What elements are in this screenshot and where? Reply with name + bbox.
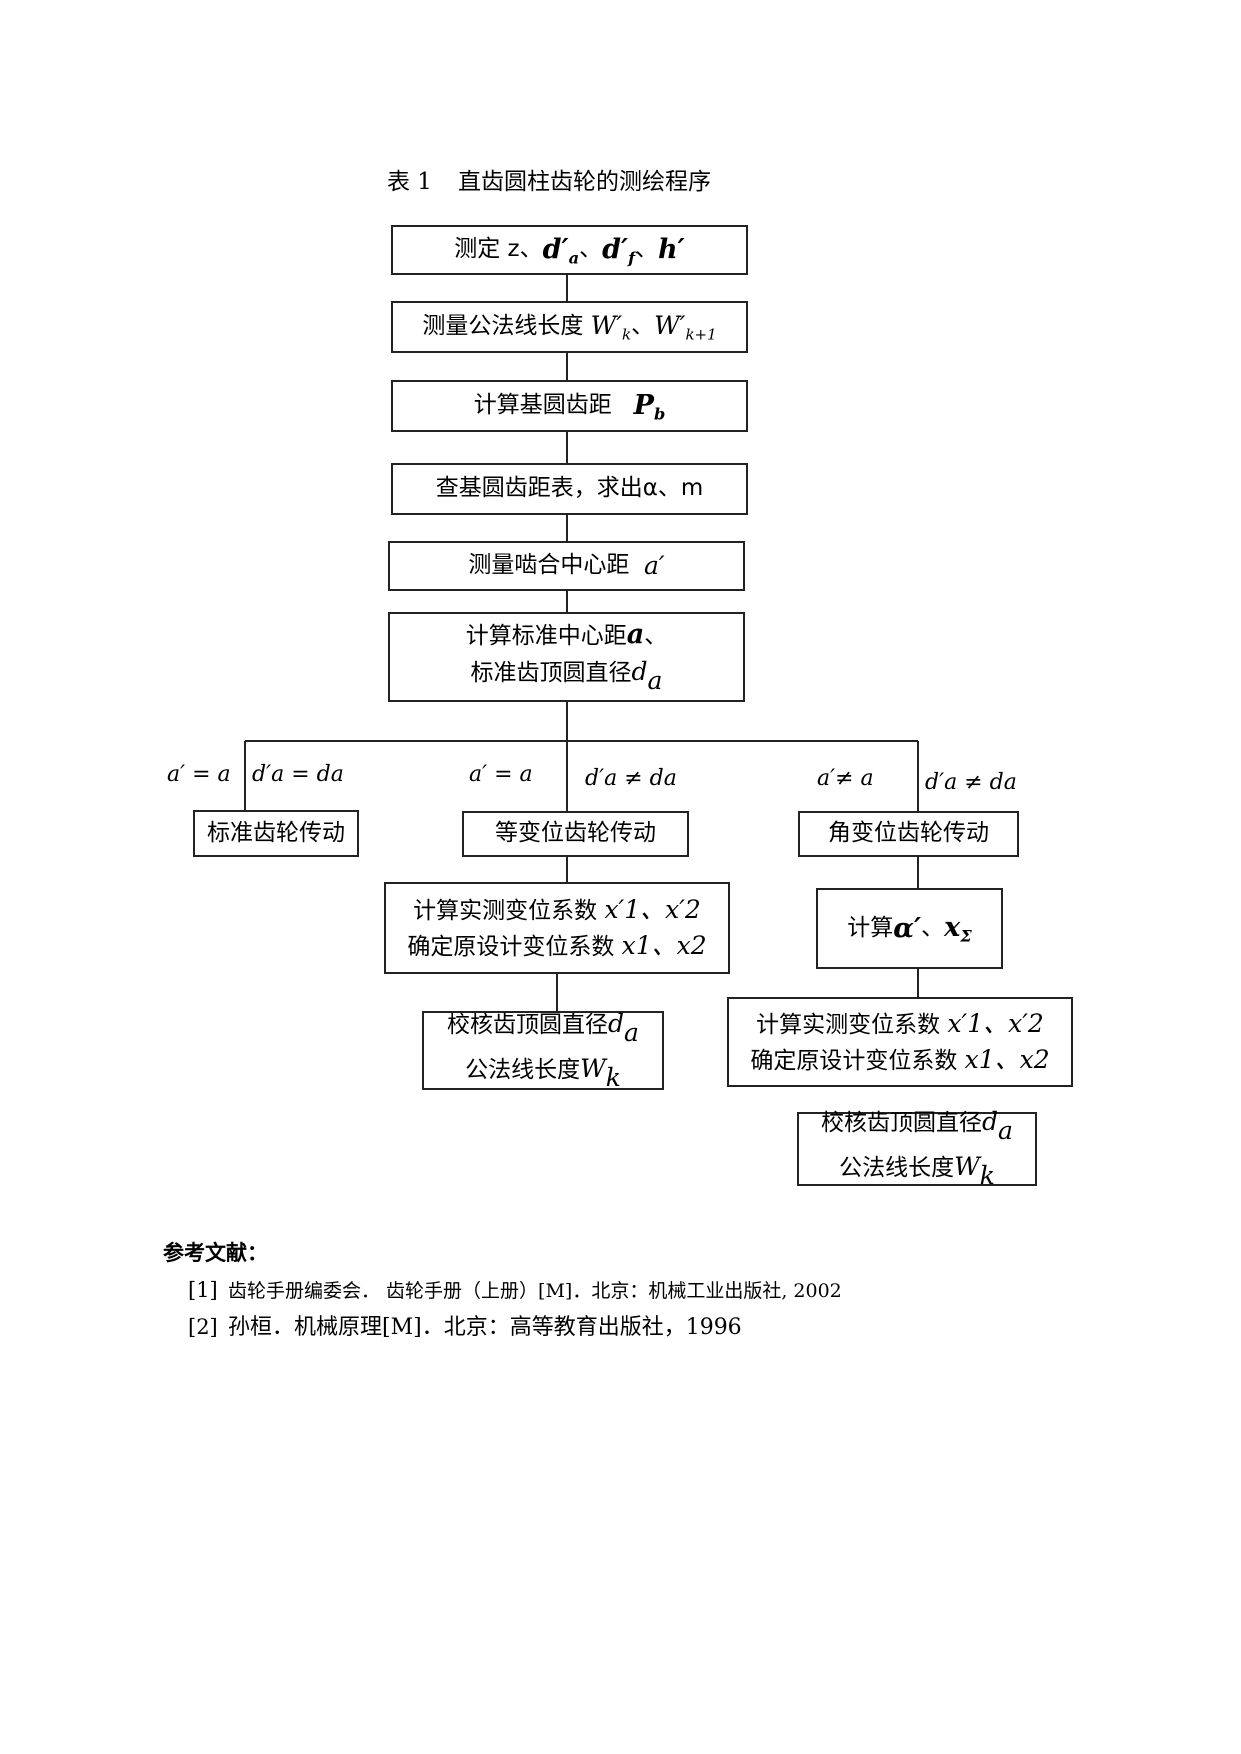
condition-mid-a: a′ = a (469, 762, 533, 787)
step-base-pitch: 计算基圆齿距 Pb (391, 380, 748, 432)
step-shift-coefficient-middle: 计算实测变位系数 x′1、x′2 确定原设计变位系数 x1、x2 (384, 882, 730, 974)
math-da-prime: d′a (542, 233, 580, 268)
math-h-prime: h′ (658, 234, 685, 266)
math-x-sigma: xΣ (944, 912, 972, 947)
table-caption: 表 1 直齿圆柱齿轮的测绘程序 (387, 168, 807, 196)
condition-right-a: a′≠ a (817, 766, 874, 791)
step-standard-calc: 计算标准中心距a、 标准齿顶圆直径da (388, 612, 745, 702)
reference-item-2: [2]孙桓．机械原理[M]．北京：高等教育出版社，1996 (188, 1315, 742, 1340)
math-pb: Pb (633, 389, 666, 424)
step-lookup-table: 查基圆齿距表，求出α、m (391, 463, 748, 515)
step-check-right: 校核齿顶圆直径da 公法线长度Wk (797, 1107, 1037, 1190)
references-heading: 参考文献： (163, 1241, 268, 1265)
math-wk1-prime: W′k+1 (654, 311, 717, 344)
branch-angle-shift-gear: 角变位齿轮传动 (798, 811, 1019, 857)
table-number: 表 1 (387, 169, 432, 195)
reference-item-1: [1]齿轮手册编委会． 齿轮手册（上册）[M]．北京：机械工业出版社, 2002 (188, 1278, 842, 1302)
condition-mid-d: d′a ≠ da (585, 766, 677, 791)
step-measure-center-distance: 测量啮合中心距 a′ (388, 541, 745, 591)
condition-left-a: a′ = a (167, 762, 231, 787)
branch-standard-gear: 标准齿轮传动 (193, 810, 359, 857)
step-measure-common-normal: 测量公法线长度 W′k 、 W′k+1 (391, 301, 748, 353)
step-angle-calc: 计算 α′ 、 xΣ (816, 888, 1003, 969)
math-wk-prime: W′k (590, 311, 632, 344)
math-df-prime: d′f (602, 233, 636, 268)
step-check-middle: 校核齿顶圆直径da 公法线长度Wk (422, 1009, 664, 1091)
table-title: 直齿圆柱齿轮的测绘程序 (457, 169, 711, 195)
math-a-prime: a′ (644, 550, 665, 580)
step-shift-coefficient-right: 计算实测变位系数 x′1、x′2 确定原设计变位系数 x1、x2 (727, 997, 1073, 1087)
condition-right-d: d′a ≠ da (925, 770, 1017, 795)
branch-equal-shift-gear: 等变位齿轮传动 (462, 811, 689, 857)
condition-left-d: d′a = da (252, 762, 344, 787)
step-measure-params: 测定 z、 d′a 、 d′f 、 h′ (391, 225, 748, 275)
